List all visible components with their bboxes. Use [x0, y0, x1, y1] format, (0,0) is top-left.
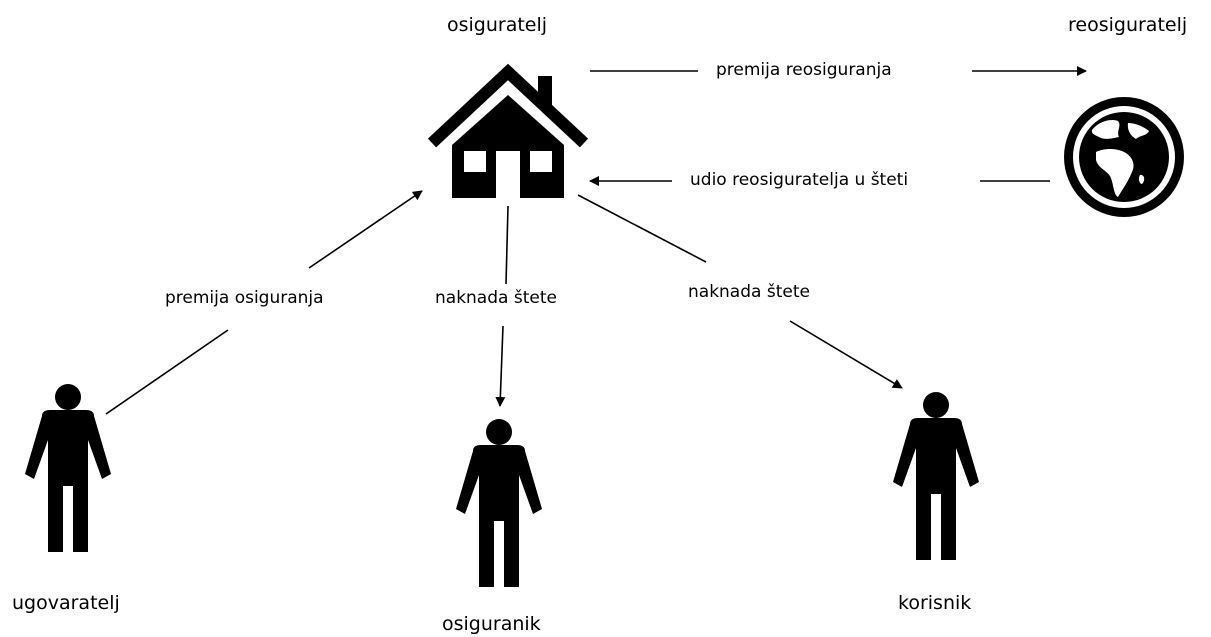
house-icon: [427, 63, 589, 198]
person-icon: [456, 419, 542, 587]
edge-insurance-premium: [105, 190, 423, 415]
edge-label-claim-to-insured: naknada štete: [435, 288, 557, 308]
edge-claim-to-beneficiary: [577, 194, 903, 389]
edge-claim-to-insured: [495, 205, 509, 407]
node-label-insurer: osiguratelj: [447, 14, 548, 36]
node-label-insured: osiguranik: [442, 613, 541, 635]
edge-label-insurance-premium: premija osiguranja: [165, 288, 324, 308]
person-icon: [25, 384, 111, 552]
person-icon: [893, 392, 979, 560]
node-label-policyholder: ugovaratelj: [12, 592, 120, 614]
node-label-reinsurer: reosiguratelj: [1068, 14, 1188, 36]
edge-label-reinsurer-share: udio reosiguratelja u šteti: [690, 170, 909, 190]
node-label-beneficiary: korisnik: [898, 592, 972, 614]
edge-label-claim-to-beneficiary: naknada štete: [688, 282, 810, 302]
globe-icon: [1064, 97, 1184, 217]
edge-label-reinsurance-premium: premija reosiguranja: [716, 60, 892, 80]
